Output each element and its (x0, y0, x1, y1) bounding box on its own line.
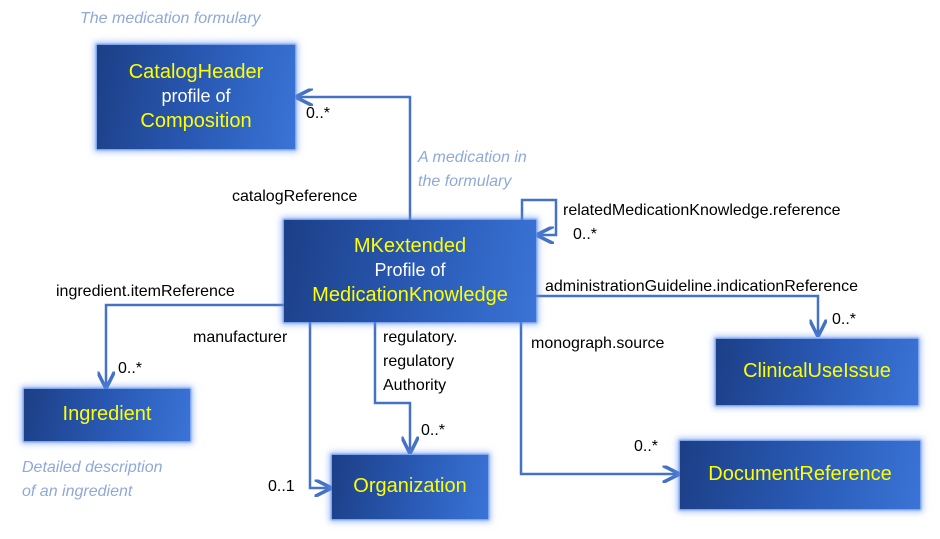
regulatory-authority-label: regulatory. regulatory Authority (383, 326, 457, 398)
manufacturer-connector (308, 322, 330, 488)
ingredient-item-cardinality: 0..* (118, 360, 143, 377)
monograph-source-label: monograph.source (531, 335, 665, 352)
box-name: DocumentReference (708, 463, 892, 486)
box-base-resource: Composition (140, 109, 252, 132)
label-line: regulatory. (383, 329, 458, 346)
box-profile-text: Profile of (374, 260, 446, 281)
formulary-note: The medication formulary (80, 10, 261, 27)
manufacturer-label: manufacturer (193, 329, 288, 346)
box-name: CatalogHeader (128, 60, 264, 83)
clinical-use-issue-box[interactable]: ClinicalUseIssue (716, 339, 918, 405)
box-profile-text: profile of (161, 86, 231, 107)
catalog-reference-label: catalogReference (232, 188, 358, 205)
related-medication-connector (520, 198, 558, 235)
related-medication-cardinality: 0..* (573, 226, 598, 243)
administration-guideline-label: administrationGuideline.indicationRefere… (545, 278, 859, 295)
monograph-source-cardinality: 0..* (634, 438, 659, 455)
note-line: of an ingredient (22, 483, 133, 500)
regulatory-authority-cardinality: 0..* (421, 422, 446, 439)
box-base-resource: MedicationKnowledge (312, 283, 508, 306)
mk-extended-box[interactable]: MKextended Profile of MedicationKnowledg… (284, 220, 536, 322)
related-medication-label: relatedMedicationKnowledge.reference (563, 202, 841, 219)
administration-guideline-connector (535, 294, 818, 335)
medication-in-formulary-note: A medication in the formulary (418, 146, 527, 194)
catalog-reference-connector (297, 97, 412, 220)
box-name: Organization (353, 475, 467, 498)
ingredient-description-note: Detailed description of an ingredient (22, 456, 163, 504)
ingredient-item-connector (106, 303, 284, 387)
note-line: A medication in (418, 149, 527, 166)
organization-box[interactable]: Organization (332, 455, 488, 519)
ingredient-box[interactable]: Ingredient (24, 389, 190, 441)
box-name: MKextended (353, 234, 467, 257)
document-reference-box[interactable]: DocumentReference (680, 441, 920, 509)
note-line: Detailed description (22, 459, 163, 476)
manufacturer-cardinality: 0..1 (268, 478, 295, 495)
label-line: regulatory (383, 353, 455, 370)
note-line: the formulary (418, 173, 512, 190)
catalog-reference-cardinality: 0..* (306, 105, 331, 122)
ingredient-item-label: ingredient.itemReference (56, 283, 235, 300)
monograph-source-connector (519, 322, 678, 474)
catalog-header-box[interactable]: CatalogHeader profile of Composition (97, 45, 295, 149)
box-name: ClinicalUseIssue (743, 360, 891, 383)
box-name: Ingredient (62, 403, 152, 426)
administration-guideline-cardinality: 0..* (832, 311, 857, 328)
regulatory-authority-connector (373, 322, 410, 452)
label-line: Authority (383, 377, 447, 394)
